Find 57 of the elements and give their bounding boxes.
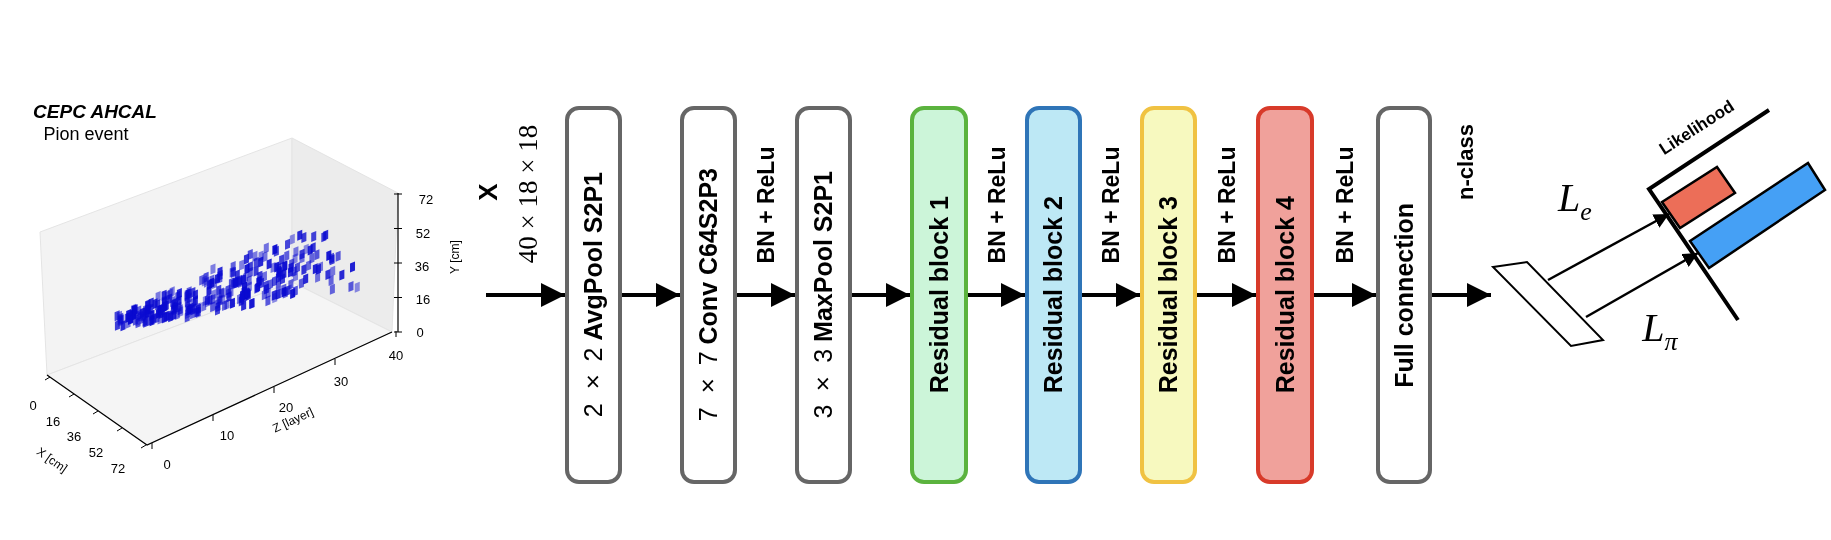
edge-label: L$_{π}$	[1642, 303, 1678, 357]
arrow	[1547, 212, 1670, 282]
tick-label: 30	[333, 373, 349, 389]
axis-title: Y [cm]	[448, 240, 462, 274]
edge-label: BN + ReLu	[983, 146, 1010, 264]
edge-label: BN + ReLu	[752, 146, 780, 264]
tick-label: 0	[163, 456, 171, 472]
process-box	[1256, 106, 1314, 484]
edge-label: L$_{e}$	[1558, 173, 1592, 227]
edge-label: n-class	[1453, 124, 1479, 200]
arrow	[1314, 283, 1376, 307]
edge-label: BN + ReLu	[1097, 146, 1125, 264]
box-label: 7 × 7 Conv C64S2P3	[694, 168, 723, 422]
arrow	[486, 283, 565, 307]
box-label: Full connection	[1389, 202, 1419, 388]
edge-label: BN + ReLu	[1331, 146, 1359, 264]
process-box	[565, 106, 622, 484]
box-label: Residual block 4	[1270, 196, 1300, 394]
plot-subtitle: Pion event	[43, 123, 129, 145]
box-label: Residual block 3	[1154, 196, 1183, 394]
tick-label: 16	[45, 413, 61, 429]
output-plane	[1490, 260, 1605, 348]
process-box	[680, 106, 737, 484]
tick-label: 16	[415, 291, 431, 307]
process-box	[795, 106, 852, 484]
process-box	[910, 106, 968, 484]
tick-label: 40	[388, 347, 404, 363]
input-size-label: 40 × 18 × 18	[512, 124, 544, 264]
arrow	[852, 283, 910, 307]
arrow	[1197, 283, 1256, 307]
arrow	[737, 283, 795, 307]
box-label: Residual block 2	[1039, 196, 1068, 394]
likelihood-bar	[1688, 161, 1827, 270]
arrow	[1082, 283, 1140, 307]
arrow	[968, 283, 1025, 307]
edge-label: BN + ReLu	[1213, 146, 1240, 264]
tick-label: 10	[219, 427, 235, 443]
edge-label: X	[472, 183, 504, 201]
arrow	[1585, 251, 1699, 319]
tick-label: 52	[415, 225, 431, 241]
tick-label: 72	[110, 460, 126, 476]
process-box	[1025, 106, 1082, 484]
box-label: 3 × 3 MaxPool S2P1	[809, 171, 838, 419]
likelihood-bar	[1660, 165, 1737, 230]
tick-label: 0	[416, 324, 424, 340]
process-box	[1140, 106, 1197, 484]
process-box	[1376, 106, 1432, 484]
tick-label: 36	[66, 428, 82, 444]
tick-label: 36	[414, 258, 430, 274]
box-label: 2 × 2 AvgPool S2P1	[579, 172, 608, 418]
tick-label: 0	[29, 397, 37, 413]
arrow	[1432, 283, 1491, 307]
plot-title: CEPC AHCAL	[33, 101, 157, 123]
tick-label: 72	[418, 191, 434, 207]
box-label: Residual block 1	[924, 196, 954, 394]
tick-label: 52	[88, 444, 104, 460]
arrow	[622, 283, 680, 307]
